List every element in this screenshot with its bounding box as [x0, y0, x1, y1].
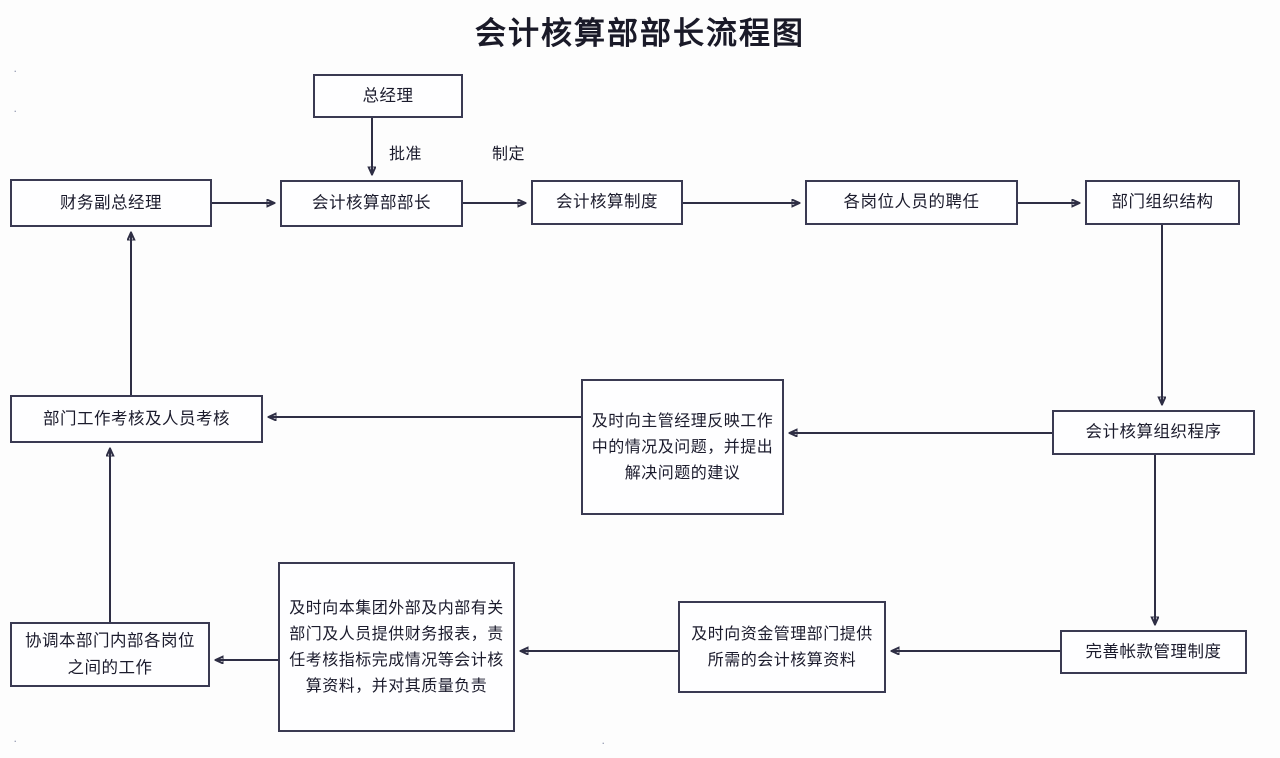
node-supply-financial-report[interactable]: 及时向本集团外部及内部有关部门及人员提供财务报表，责任考核指标完成情况等会计核算…	[278, 562, 515, 732]
node-label: 总经理	[362, 85, 414, 105]
node-label: 会计核算制度	[556, 192, 658, 212]
node-label: 完善帐款管理制度	[1085, 641, 1222, 661]
node-label: 会计核算部部长	[312, 193, 431, 213]
node-dept-org-structure[interactable]: 部门组织结构	[1085, 180, 1240, 225]
node-improve-account-system[interactable]: 完善帐款管理制度	[1060, 630, 1247, 674]
node-deputy-gm-finance[interactable]: 财务副总经理	[10, 179, 212, 227]
edge-label-formulate: 制定	[492, 144, 526, 163]
node-report-to-manager[interactable]: 及时向主管经理反映工作中的情况及问题，并提出解决问题的建议	[581, 379, 784, 515]
node-label: 会计核算组织程序	[1085, 422, 1222, 442]
node-general-manager[interactable]: 总经理	[313, 74, 463, 118]
node-post-staff-appointment[interactable]: 各岗位人员的聘任	[805, 180, 1018, 225]
node-coordinate-posts[interactable]: 协调本部门内部各岗位之间的工作	[10, 622, 210, 687]
margin-mark: ˙	[12, 70, 19, 85]
page-title: 会计核算部部长流程图	[475, 16, 805, 52]
edge-label-approve: 批准	[389, 144, 423, 163]
node-label: 部门工作考核及人员考核	[43, 408, 230, 428]
node-label: 各岗位人员的聘任	[843, 192, 980, 212]
node-label: 部门组织结构	[1111, 192, 1214, 212]
node-label: 及时向本集团外部及内部有关部门及人员提供财务报表，责任考核指标完成情况等会计核算…	[289, 598, 504, 695]
node-label: 及时向资金管理部门提供所需的会计核算资料	[691, 624, 873, 669]
node-accounting-dept-head[interactable]: 会计核算部部长	[280, 180, 463, 227]
margin-mark: ˙	[600, 742, 607, 757]
node-label: 财务副总经理	[60, 192, 162, 212]
node-label: 及时向主管经理反映工作中的情况及问题，并提出解决问题的建议	[591, 411, 774, 482]
node-accounting-system[interactable]: 会计核算制度	[531, 180, 683, 225]
margin-mark: ˙	[12, 110, 19, 125]
node-supply-fund-dept[interactable]: 及时向资金管理部门提供所需的会计核算资料	[678, 601, 886, 693]
node-dept-and-staff-review[interactable]: 部门工作考核及人员考核	[10, 395, 263, 443]
node-accounting-org-process[interactable]: 会计核算组织程序	[1052, 410, 1255, 455]
node-label: 协调本部门内部各岗位之间的工作	[25, 630, 195, 677]
margin-mark: ˙	[12, 740, 19, 755]
